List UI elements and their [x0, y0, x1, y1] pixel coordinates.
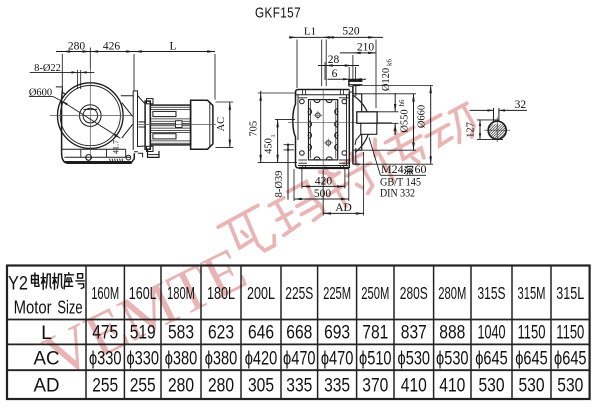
svg-text:Y2: Y2 — [8, 274, 28, 295]
svg-text:60: 60 — [415, 162, 427, 176]
svg-text:41.7: 41.7 — [111, 140, 120, 154]
svg-text:L: L — [169, 41, 176, 53]
svg-text:AC: AC — [34, 348, 60, 370]
svg-text:160L: 160L — [129, 283, 157, 303]
svg-text:k6: k6 — [386, 59, 394, 67]
svg-text:ϕ645: ϕ645 — [475, 348, 508, 369]
svg-text:250M: 250M — [361, 283, 389, 303]
svg-text:255: 255 — [92, 375, 118, 396]
svg-text:ϕ510: ϕ510 — [359, 348, 392, 369]
svg-text:Ø660: Ø660 — [417, 105, 428, 128]
svg-text:ϕ380: ϕ380 — [205, 348, 238, 369]
svg-text:1: 1 — [270, 134, 277, 137]
svg-text:6: 6 — [332, 68, 338, 80]
svg-text:315S: 315S — [478, 283, 506, 303]
svg-text:ϕ380: ϕ380 — [165, 348, 198, 369]
svg-text:8-Ø22: 8-Ø22 — [34, 63, 61, 74]
svg-text:8-Ø39: 8-Ø39 — [274, 171, 285, 198]
svg-text:180M: 180M — [167, 283, 195, 303]
svg-text:530: 530 — [557, 375, 583, 396]
svg-text:781: 781 — [362, 323, 388, 344]
svg-text:ϕ645: ϕ645 — [554, 348, 587, 369]
svg-text:ϕ530: ϕ530 — [436, 348, 469, 369]
svg-text:335: 335 — [286, 375, 312, 396]
svg-text:305: 305 — [248, 375, 274, 396]
svg-text:646: 646 — [248, 323, 274, 344]
svg-text:370: 370 — [362, 375, 388, 396]
svg-text:280: 280 — [208, 375, 234, 396]
svg-text:255: 255 — [130, 375, 156, 396]
svg-text:280S: 280S — [400, 283, 428, 303]
svg-text:AC: AC — [216, 117, 227, 132]
svg-text:127: 127 — [465, 122, 476, 138]
svg-text:Motor: Motor — [14, 297, 52, 317]
svg-text:Size: Size — [57, 297, 82, 317]
svg-text:475: 475 — [92, 323, 118, 344]
svg-text:ϕ470: ϕ470 — [283, 348, 316, 369]
svg-text:280: 280 — [168, 375, 194, 396]
svg-text:410: 410 — [401, 375, 427, 396]
svg-text:GKF157: GKF157 — [255, 6, 301, 22]
svg-text:1150: 1150 — [556, 323, 584, 344]
svg-text:180L: 180L — [207, 283, 235, 303]
svg-text:AD: AD — [34, 375, 60, 397]
svg-text:450: 450 — [264, 138, 275, 154]
svg-text:315L: 315L — [556, 283, 584, 303]
svg-text:GB/T 145: GB/T 145 — [380, 175, 421, 189]
svg-text:530: 530 — [479, 375, 505, 396]
svg-text:837: 837 — [401, 323, 427, 344]
svg-text:225M: 225M — [323, 283, 351, 303]
svg-text:280: 280 — [68, 41, 86, 53]
svg-text:426: 426 — [103, 41, 121, 53]
svg-text:280M: 280M — [438, 283, 466, 303]
svg-text:h6: h6 — [398, 99, 406, 107]
svg-text:Ø600: Ø600 — [29, 87, 52, 98]
svg-text:705: 705 — [248, 121, 259, 137]
svg-text:210: 210 — [357, 42, 375, 54]
svg-text:L: L — [41, 322, 52, 344]
svg-text:1040: 1040 — [478, 323, 506, 344]
svg-text:200L: 200L — [247, 283, 275, 303]
svg-text:668: 668 — [286, 323, 312, 344]
svg-text:530: 530 — [519, 375, 545, 396]
svg-text:160M: 160M — [91, 283, 119, 303]
svg-text:623: 623 — [208, 323, 234, 344]
svg-text:M24: M24 — [381, 162, 404, 176]
svg-text:519: 519 — [130, 323, 156, 344]
svg-text:ϕ330: ϕ330 — [126, 348, 159, 369]
svg-text:28: 28 — [328, 54, 340, 66]
svg-text:ϕ530: ϕ530 — [398, 348, 431, 369]
svg-text:225S: 225S — [285, 283, 313, 303]
svg-text:693: 693 — [324, 323, 350, 344]
svg-text:500: 500 — [314, 188, 332, 200]
svg-text:L1: L1 — [304, 26, 316, 38]
svg-text:315M: 315M — [518, 283, 546, 303]
svg-text:410: 410 — [439, 375, 465, 396]
svg-text:ϕ470: ϕ470 — [321, 348, 354, 369]
svg-text:583: 583 — [168, 323, 194, 344]
svg-text:520: 520 — [342, 26, 360, 38]
svg-text:ϕ645: ϕ645 — [515, 348, 548, 369]
svg-text:32: 32 — [515, 99, 527, 111]
svg-text:ϕ420: ϕ420 — [245, 348, 278, 369]
svg-text:DIN 332: DIN 332 — [380, 186, 415, 200]
svg-text:Ø550: Ø550 — [400, 109, 411, 132]
svg-text:AD: AD — [335, 202, 352, 214]
svg-text:1150: 1150 — [518, 323, 546, 344]
svg-text:335: 335 — [324, 375, 350, 396]
svg-text:ϕ330: ϕ330 — [89, 348, 122, 369]
svg-text:Ø120: Ø120 — [381, 68, 392, 91]
svg-text:888: 888 — [439, 323, 465, 344]
